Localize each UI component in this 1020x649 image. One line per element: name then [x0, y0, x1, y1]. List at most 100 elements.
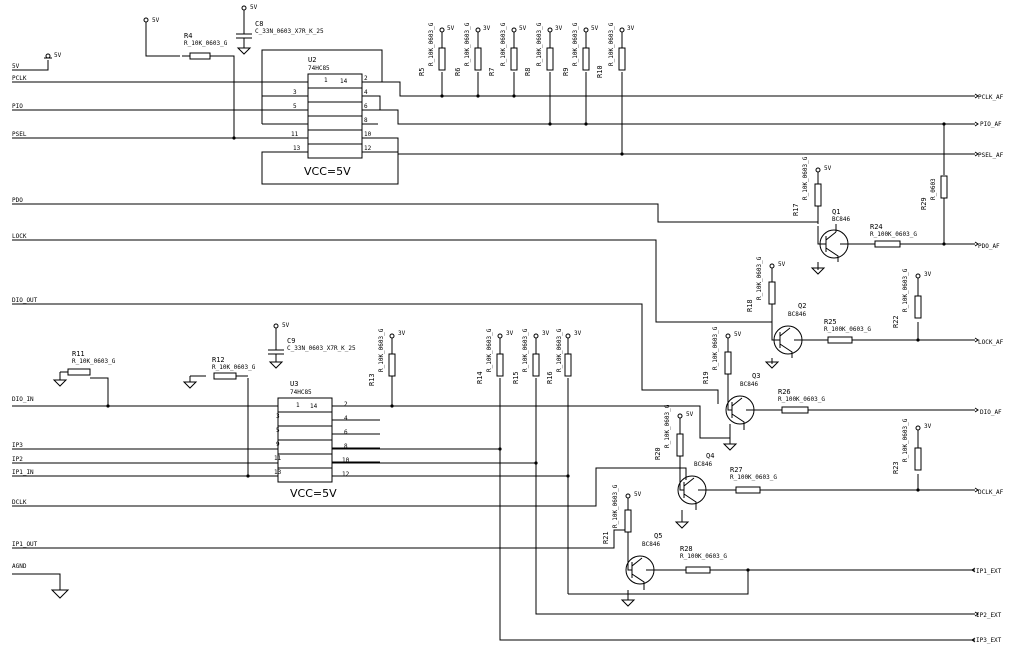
resistor-r25: R25 R_100K_0603_G	[824, 318, 871, 344]
resistor-r7-value: R_10K_0603_G	[500, 22, 507, 66]
resistor-r9-ref: R9	[562, 68, 570, 76]
resistor-r7: R7 R_10K_0603_G	[488, 22, 518, 76]
resistor-r28-ref: R28	[680, 545, 693, 553]
resistor-r22: R22 R_10K_0603_G	[892, 268, 922, 328]
net-label-pio: PIO	[12, 103, 23, 110]
resistor-r19-ref: R19	[702, 371, 710, 384]
transistor-q3-part: BC846	[740, 381, 758, 388]
net-label-pdo: PDO	[12, 197, 23, 204]
resistor-r12: R12 R_10K_0603_G	[212, 356, 256, 380]
transistor-q1-ref: Q1	[832, 208, 840, 216]
resistor-r12-value: R_10K_0603_G	[212, 364, 256, 371]
transistor-q3: Q3 BC846	[725, 372, 760, 444]
resistor-r6-ref: R6	[454, 68, 462, 76]
resistor-r13-value: R_10K_0603_G	[378, 328, 385, 372]
resistor-r20-value: R_10K_0603_G	[664, 404, 671, 448]
net-label-dio-af: DIO_AF	[980, 409, 1002, 416]
resistor-r16-value: R_10K_0603_G	[556, 328, 563, 372]
ic-u3-pin-left: 13	[274, 469, 282, 476]
resistor-r24-ref: R24	[870, 223, 883, 231]
ic-u2-pin-left: 11	[291, 131, 299, 138]
transistor-q5: Q5 BC846	[625, 532, 662, 600]
net-label-ip3-ext: IP3_EXT	[976, 637, 1002, 644]
resistor-r25-value: R_100K_0603_G	[824, 326, 871, 333]
ic-u2-pin-right: 4	[364, 89, 368, 96]
ic-u2-pin-left: 13	[293, 145, 301, 152]
resistor-r28-value: R_100K_0603_G	[680, 553, 727, 560]
ic-u2-pin-left: 3	[293, 89, 297, 96]
ic-u3-pin-left: 9	[276, 441, 280, 448]
power-label-5v: 5V	[250, 4, 258, 11]
transistor-q2: Q2 BC846	[771, 302, 806, 364]
ic-u3-ref: U3	[290, 380, 298, 388]
ic-u2-pin-right: 12	[364, 145, 372, 152]
resistor-r28: R28 R_100K_0603_G	[680, 545, 727, 574]
net-label-ip1-in: IP1_IN	[12, 469, 34, 476]
resistor-r5-ref: R5	[418, 68, 426, 76]
resistor-r11-ref: R11	[72, 350, 85, 358]
resistor-r18: R18 R_10K_0603_G	[746, 256, 776, 322]
net-label-5v-left: 5V	[12, 63, 20, 70]
resistor-r8-ref: R8	[524, 68, 532, 76]
resistor-r15: R15 R_10K_0603_G	[512, 328, 540, 384]
ic-u3-pin-right: 6	[344, 429, 348, 436]
resistor-r19-value: R_10K_0603_G	[712, 326, 719, 370]
net-label-dio-out: DIO_OUT	[12, 297, 38, 304]
power-label-3v: 3V	[574, 330, 582, 337]
resistor-r4: R4 R_10K_0603_G	[184, 32, 228, 60]
resistor-r14-value: R_10K_0603_G	[486, 328, 493, 372]
power-label-3v: 3V	[542, 330, 550, 337]
net-label-ip1-ext: IP1_EXT	[976, 568, 1002, 575]
net-label-agnd: AGND	[12, 563, 27, 570]
net-label-dclk-af: DCLK_AF	[978, 489, 1004, 496]
resistor-r15-value: R_10K_0603_G	[522, 328, 529, 372]
junction-dots	[106, 94, 946, 572]
resistor-r29-value: R_0603	[930, 178, 937, 200]
resistor-r21: R21 R_10K_0603_G	[602, 484, 632, 554]
power-label-5v: 5V	[54, 52, 62, 59]
net-label-ip2-ext: IP2_EXT	[976, 612, 1002, 619]
net-label-ip2: IP2	[12, 456, 23, 463]
power-label-3v: 3V	[555, 25, 563, 32]
resistor-r26: R26 R_100K_0603_G	[778, 388, 825, 414]
resistor-r23-value: R_10K_0603_G	[902, 418, 909, 462]
power-label-3v: 3V	[506, 330, 514, 337]
net-label-pclk: PCLK	[12, 75, 27, 82]
net-label-pio-af: PIO_AF	[980, 121, 1002, 128]
ic-u2-pin-right: 10	[364, 131, 372, 138]
resistor-r23: R23 R_10K_0603_G	[892, 418, 922, 474]
net-label-psel: PSEL	[12, 131, 27, 138]
net-label-lock-af: LOCK_AF	[978, 339, 1004, 346]
ic-u3-pin-14: 14	[310, 403, 318, 410]
resistor-r8: R8 R_10K_0603_G	[524, 22, 554, 76]
resistor-r21-ref: R21	[602, 531, 610, 544]
ic-u3-pin-right: 10	[342, 457, 350, 464]
net-label-ip1-out: IP1_OUT	[12, 541, 38, 548]
resistor-r9: R9 R_10K_0603_G	[562, 22, 590, 76]
power-label-5v: 5V	[591, 25, 599, 32]
resistor-r19: R19 R_10K_0603_G	[702, 326, 732, 396]
net-label-pclk-af: PCLK_AF	[978, 94, 1004, 101]
ic-u2-ref: U2	[308, 56, 316, 64]
ic-u2-pin-14: 14	[340, 78, 348, 85]
resistor-r18-ref: R18	[746, 299, 754, 312]
ic-u3-pin-right: 4	[344, 415, 348, 422]
resistor-r21-value: R_10K_0603_G	[612, 484, 619, 528]
ic-u3-pin-left: 11	[274, 455, 282, 462]
resistor-r11-value: R_10K_0603_G	[72, 358, 116, 365]
power-label-5v: 5V	[686, 411, 694, 418]
resistor-r20-ref: R20	[654, 447, 662, 460]
transistor-q3-ref: Q3	[752, 372, 760, 380]
resistor-r11: R11 R_10K_0603_G	[67, 350, 116, 376]
resistor-r22-ref: R22	[892, 315, 900, 328]
resistor-r29-ref: R29	[920, 197, 928, 210]
ic-u2-supply: VCC=5V	[304, 165, 351, 178]
power-label-5v: 5V	[634, 491, 642, 498]
resistor-r6: R6 R_10K_0603_G	[454, 22, 482, 76]
resistor-r17: R17 R_10K_0603_G	[792, 156, 822, 224]
resistor-r17-ref: R17	[792, 203, 800, 216]
resistor-r14: R14 R_10K_0603_G	[476, 328, 504, 384]
cap-c8-value: C_33N_0603_X7R_K_25	[255, 28, 324, 35]
net-label-ip3: IP3	[12, 442, 23, 449]
ic-u3-pin-left: 5	[276, 427, 280, 434]
